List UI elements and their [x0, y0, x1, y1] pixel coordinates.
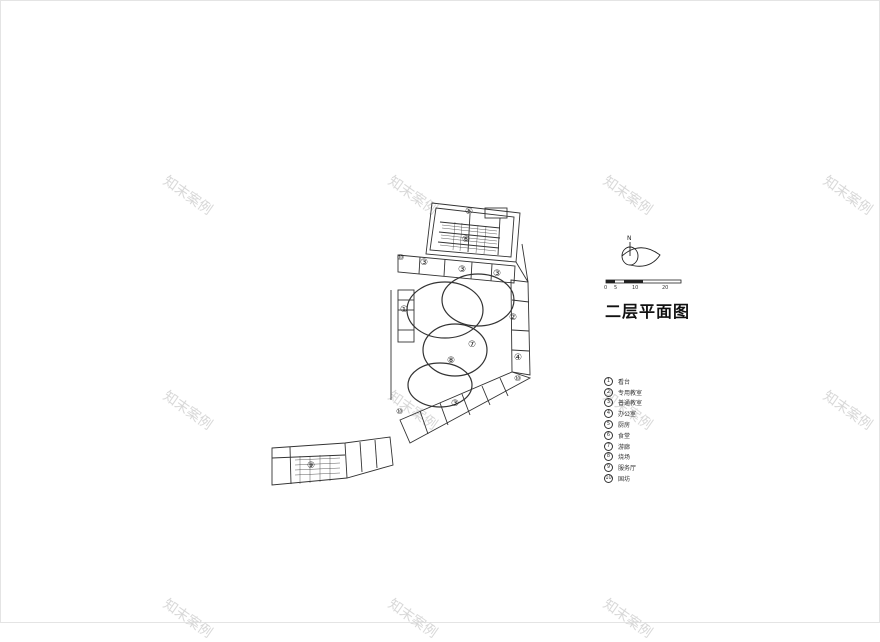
legend-item: 4 办公室 — [604, 408, 642, 419]
stands-block — [390, 289, 415, 400]
marker-4: ④ — [514, 353, 523, 363]
marker-9: ⑨ — [307, 461, 316, 471]
legend-label: 办公室 — [618, 411, 637, 419]
marker-7: ⑦ — [468, 340, 477, 350]
marker-8: ⑧ — [447, 356, 456, 366]
legend-number: 8 — [604, 452, 613, 462]
southwest-wing — [271, 436, 394, 486]
lower-classroom-row — [399, 371, 532, 444]
scale-bar — [605, 279, 682, 284]
legend-number: 10 — [604, 474, 613, 484]
legend-item: 10 国坊 — [604, 473, 642, 484]
marker-3: ③ — [458, 265, 467, 275]
service-hall-grid — [294, 455, 341, 484]
legend-label: 普通教室 — [618, 400, 643, 408]
scale-label: 10 — [632, 285, 639, 291]
legend-label: 专用教室 — [618, 389, 643, 397]
marker-3: ③ — [493, 269, 502, 279]
legend-number: 4 — [604, 409, 613, 419]
legend-item: 9 服务厅 — [604, 462, 642, 473]
marker-3: ③ — [451, 399, 460, 409]
legend-item: 5 厨房 — [604, 419, 642, 430]
marker-3: ③ — [420, 258, 429, 268]
legend-item: 8 烧场 — [604, 452, 642, 463]
scale-label: 0 — [604, 285, 608, 291]
scale-label: 5 — [614, 285, 618, 291]
legend-label: 游廊 — [618, 443, 631, 451]
legend-label: 看台 — [618, 378, 631, 386]
marker-5: ⑤ — [465, 207, 474, 217]
legend-number: 2 — [604, 387, 613, 397]
legend-label: 服务厅 — [618, 465, 637, 473]
legend-number: 1 — [604, 376, 613, 386]
marker-6: ⑥ — [462, 235, 471, 245]
scale-label: 20 — [662, 285, 669, 291]
legend-item: 6 食堂 — [604, 430, 642, 441]
legend-item: 7 游廊 — [604, 441, 642, 452]
legend-number: 9 — [604, 463, 613, 473]
right-classroom-column — [510, 243, 531, 376]
north-label: N — [627, 235, 632, 242]
canteen-seating — [439, 221, 498, 255]
floor-plan — [271, 202, 682, 486]
drawing-title: 二层平面图 — [605, 302, 691, 321]
legend-label: 厨房 — [618, 422, 631, 430]
marker-1: ① — [400, 305, 409, 315]
marker-10: ⑩ — [396, 407, 404, 416]
legend-number: 6 — [604, 430, 613, 440]
marker-2: ② — [509, 313, 518, 323]
legend-label: 烧场 — [618, 454, 631, 462]
marker-10: ⑩ — [514, 374, 522, 383]
legend: 1 看台 2 专用教室 3 普通教室 4 办公室 5 厨房 6 食堂 7 游廊 8 烧场 9 服务厅 10 国坊 — [604, 376, 642, 484]
legend-item: 1 看台 — [604, 376, 642, 387]
marker-10: ⑩ — [397, 253, 405, 262]
legend-number: 7 — [604, 441, 613, 451]
legend-label: 食堂 — [618, 432, 631, 440]
legend-label: 国坊 — [618, 476, 631, 484]
legend-number: 5 — [604, 420, 613, 430]
legend-item: 3 普通教室 — [604, 398, 642, 409]
north-arrow — [621, 242, 661, 267]
legend-item: 2 专用教室 — [604, 387, 642, 398]
legend-number: 3 — [604, 398, 613, 408]
looping-corridors — [406, 273, 515, 408]
top-classroom-row — [397, 254, 516, 284]
